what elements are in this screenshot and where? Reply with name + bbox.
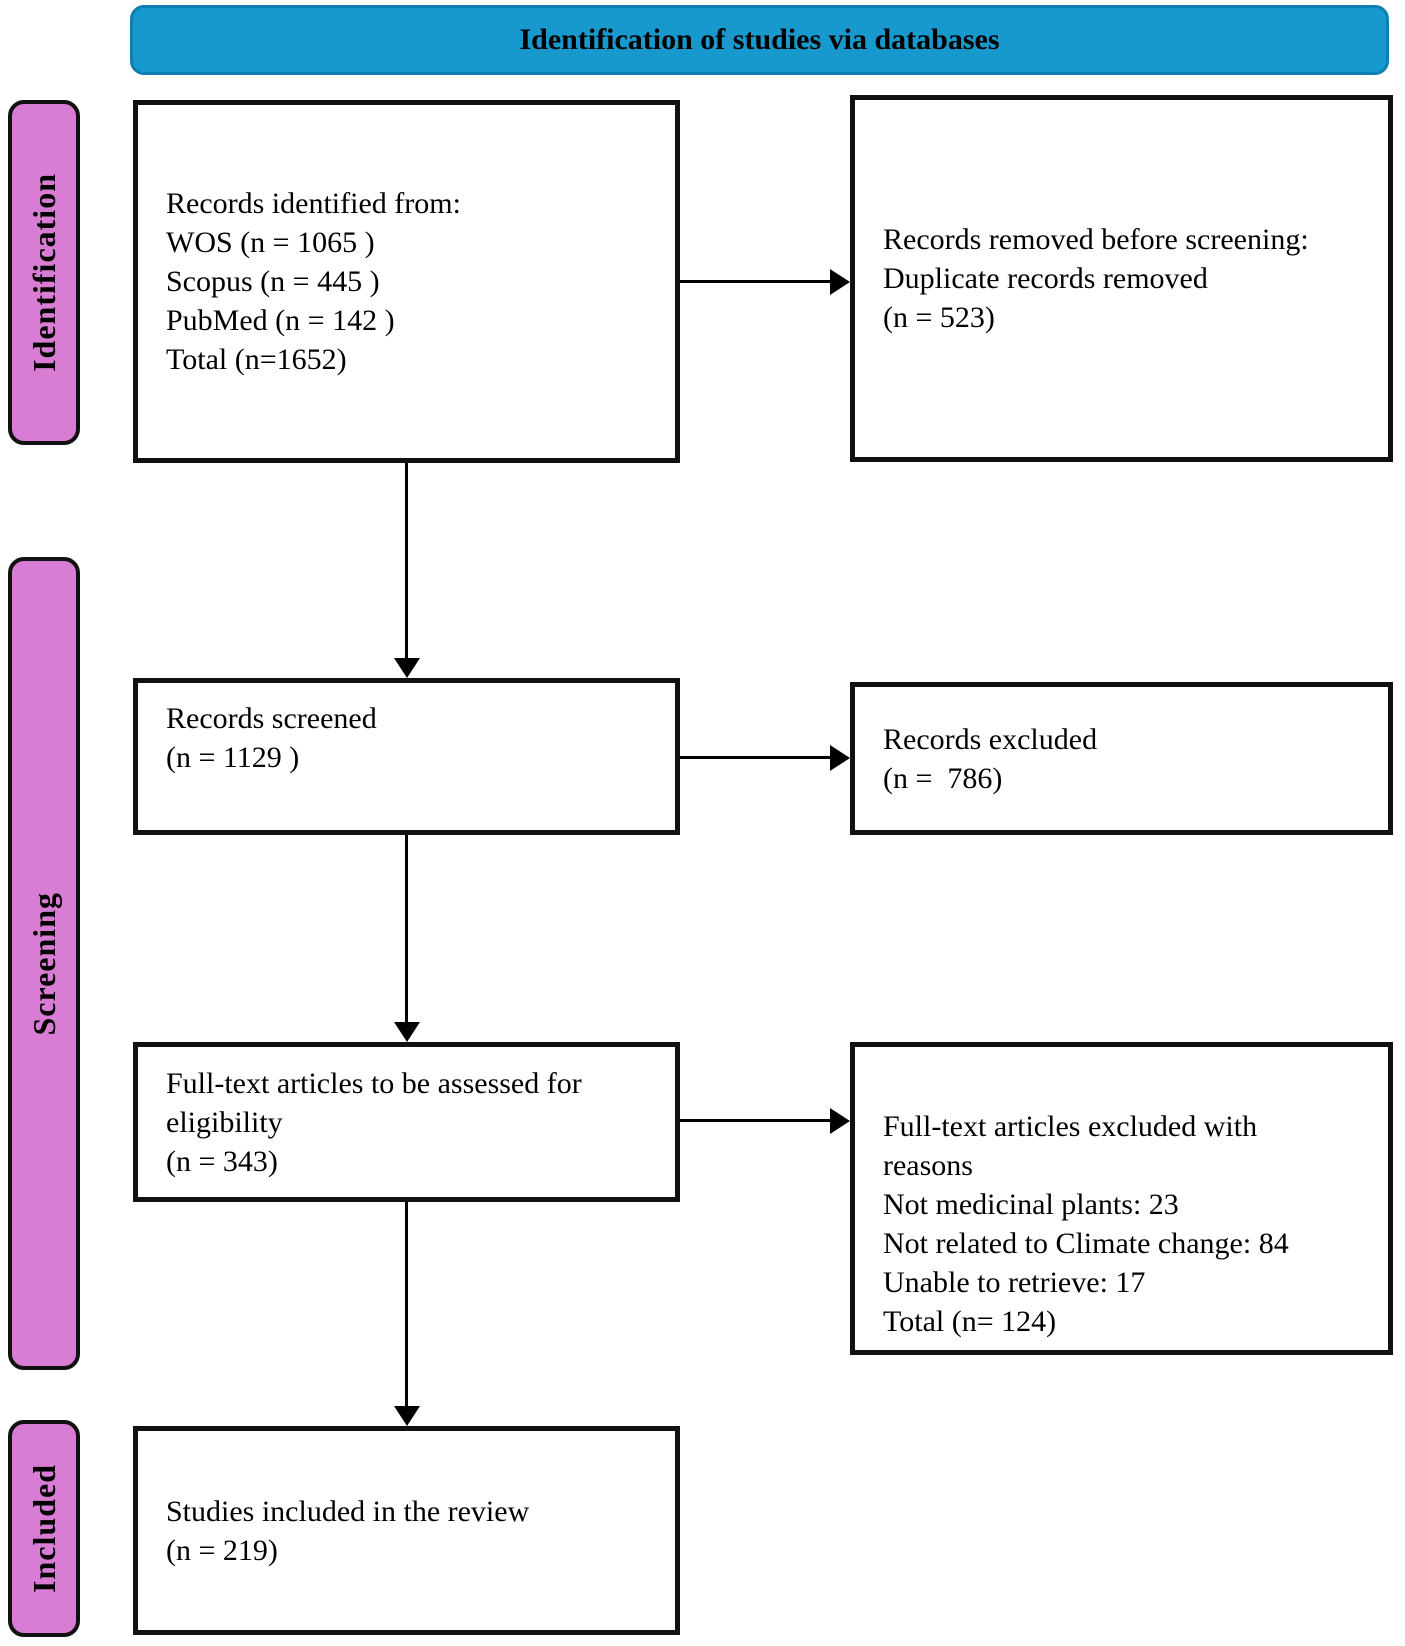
studies-included-box: Studies included in the review(n = 219)	[133, 1426, 680, 1635]
arrow-identified-to-removed	[680, 280, 830, 283]
arrow-screened-to-fulltext	[405, 835, 408, 1022]
records-screened-box: Records screened(n = 1129 )	[133, 678, 680, 835]
arrow-screened-to-excluded	[680, 756, 830, 759]
header-title: Identification of studies via databases	[519, 23, 1000, 56]
stage-label-screening: Screening	[8, 557, 80, 1370]
stage-label-identification: Identification	[8, 100, 80, 445]
arrow-fulltext-to-included	[405, 1202, 408, 1406]
arrow-fulltext-to-excluded	[680, 1119, 830, 1122]
header-banner: Identification of studies via databases	[130, 5, 1389, 75]
records-excluded-box: Records excluded(n = 786)	[850, 682, 1393, 835]
stage-label-identification-text: Identification	[25, 173, 62, 372]
stage-label-included-text: Included	[25, 1464, 62, 1593]
stage-label-included: Included	[8, 1420, 80, 1637]
records-removed-box: Records removed before screening:Duplica…	[850, 95, 1393, 462]
stage-label-screening-text: Screening	[25, 891, 62, 1036]
records-identified-box: Records identified from:WOS (n = 1065 )S…	[133, 100, 680, 463]
arrow-identified-to-screened	[405, 463, 408, 658]
